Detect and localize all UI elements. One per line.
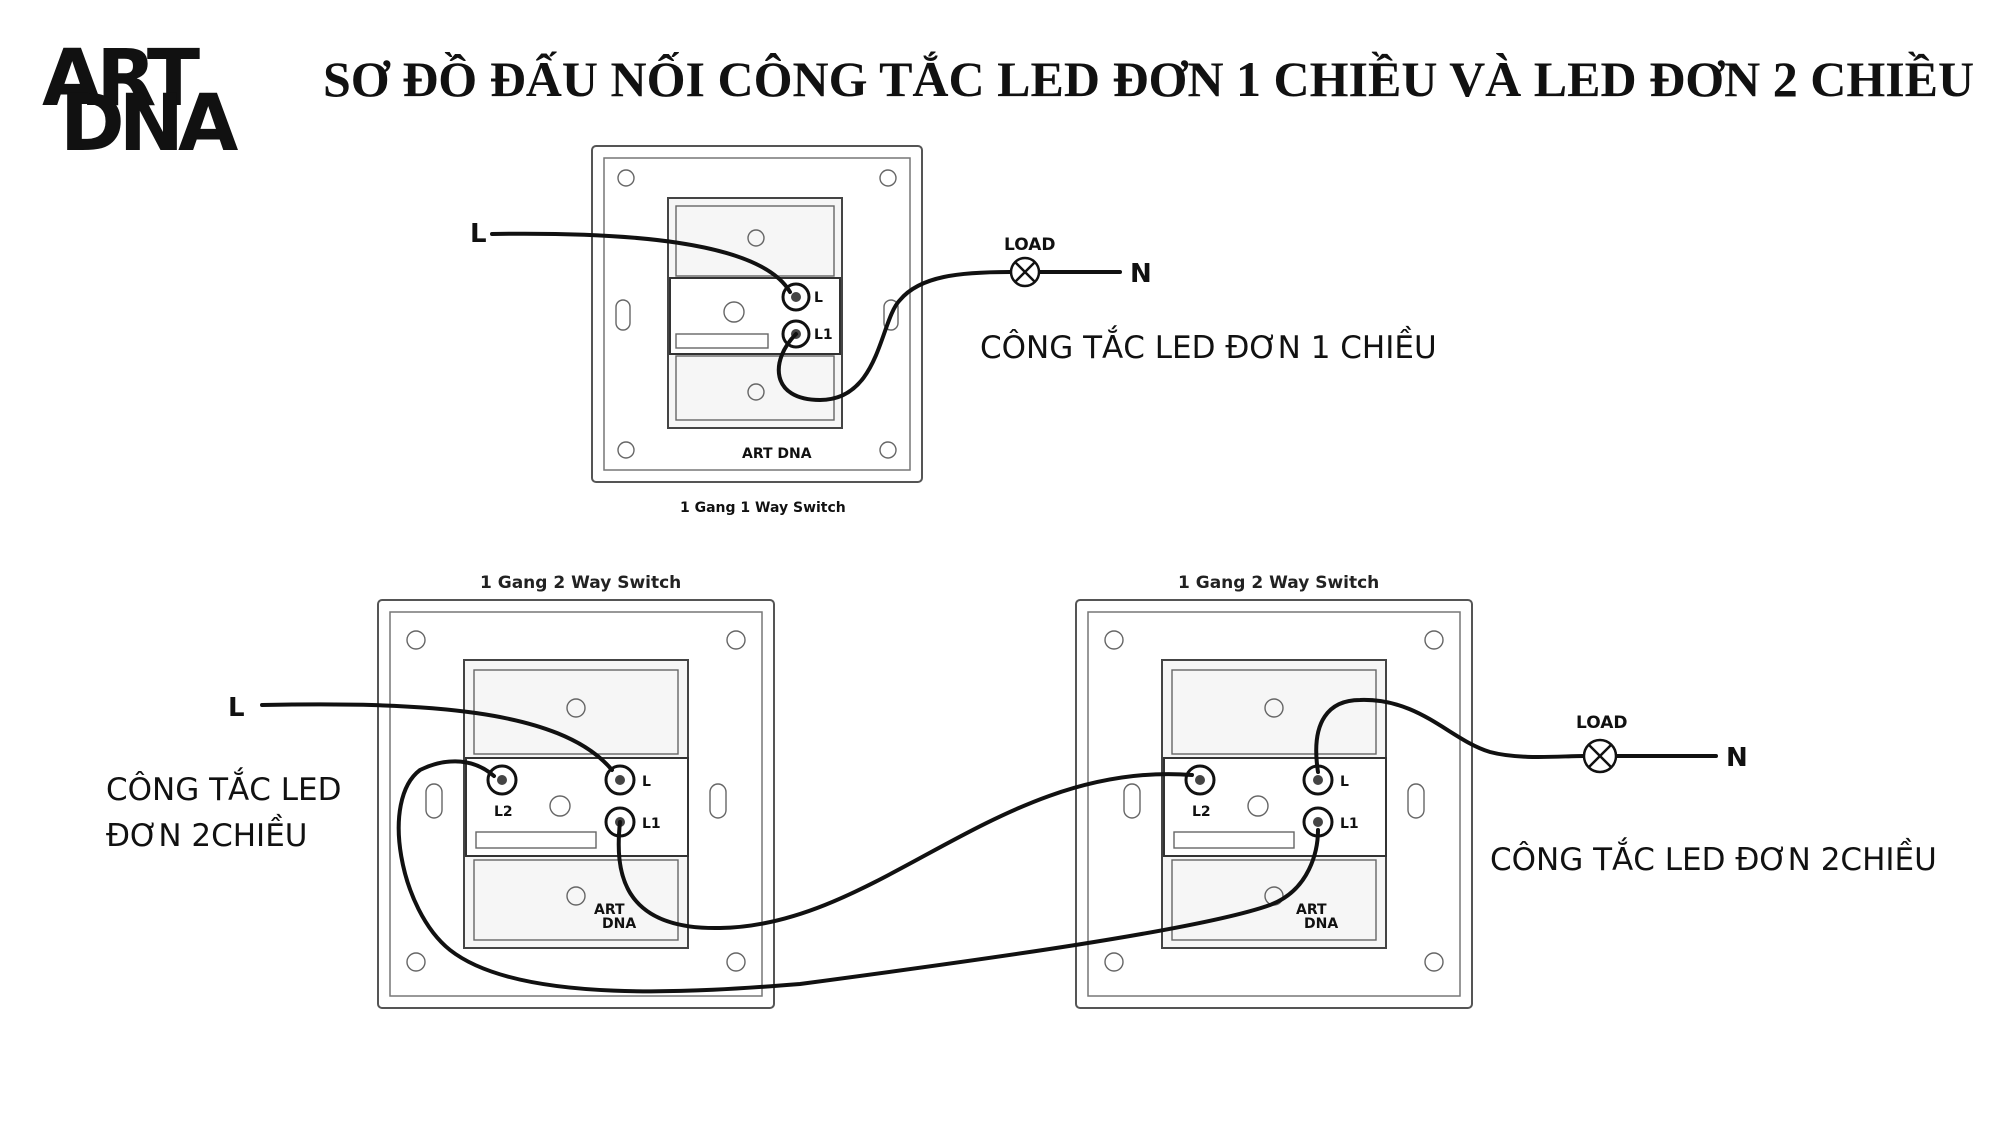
terminal-L1-hole — [1313, 817, 1323, 827]
live-wire — [260, 702, 614, 772]
terminal-L2-hole — [1195, 775, 1205, 785]
screw-hole — [1424, 952, 1444, 972]
load-lamp-cross-icon — [1588, 744, 1612, 768]
screw-hole — [1424, 630, 1444, 650]
terminal-L2-hole — [497, 775, 507, 785]
terminal-L1-label: L1 — [1340, 816, 1359, 832]
load-wire — [1314, 697, 1586, 774]
plate-brand: ART DNA — [742, 446, 812, 462]
rocker-bottom — [675, 355, 835, 421]
neutral-label: N — [1726, 743, 1748, 773]
terminal-L1-label: L1 — [814, 327, 833, 343]
plate-brand-line1: ART — [594, 902, 625, 918]
rocker-screw — [566, 886, 586, 906]
rating-plate — [475, 831, 597, 849]
page-title: SƠ ĐỒ ĐẤU NỐI CÔNG TẮC LED ĐƠN 1 CHIỀU V… — [323, 50, 1974, 107]
switch-caption: 1 Gang 1 Way Switch — [680, 500, 846, 516]
two-way-switch-left: 1 Gang 2 Way Switch L2 L L1 ART DNA — [377, 573, 775, 1009]
screw-hole — [879, 441, 897, 459]
rocker-bottom — [473, 859, 679, 941]
logo-line1: ART — [42, 34, 200, 124]
rocker-bottom — [1171, 859, 1377, 941]
terminal-L-hole — [615, 775, 625, 785]
two-way-wiring: L N LOAD CÔNG TẮC LED ĐƠN 2CHIỀU CÔNG TẮ… — [106, 693, 1937, 994]
terminal-L1-label: L1 — [642, 816, 661, 832]
load-wire — [776, 270, 1012, 403]
terminal-L-label: L — [1340, 774, 1349, 790]
art-dna-logo: ART DNA — [42, 34, 244, 169]
terminal-block — [1163, 757, 1387, 857]
live-wire — [490, 231, 792, 294]
screw-hole — [617, 441, 635, 459]
terminal-L-label: L — [814, 290, 823, 306]
screw-hole — [726, 952, 746, 972]
plate-brand-line2: DNA — [1304, 916, 1338, 932]
screw-hole — [406, 630, 426, 650]
terminal-L-label: L — [642, 774, 651, 790]
rocker-top — [1171, 669, 1377, 755]
load-label: LOAD — [1004, 235, 1056, 255]
switch-title: 1 Gang 2 Way Switch — [480, 573, 681, 593]
live-label: L — [470, 219, 487, 249]
rating-plate — [675, 333, 769, 349]
cert-mark — [723, 301, 745, 323]
switch-plate-inner — [603, 157, 911, 471]
traveler-wire-2 — [396, 759, 1320, 994]
rocker-screw — [1264, 698, 1284, 718]
one-way-switch: L L1 ART DNA 1 Gang 1 Way Switch L N LOA… — [470, 145, 1437, 516]
neutral-label: N — [1130, 259, 1152, 289]
load-lamp-cross-icon — [1014, 261, 1036, 283]
left-description-line1: CÔNG TẮC LED — [106, 768, 341, 808]
switch-title: 1 Gang 2 Way Switch — [1178, 573, 1379, 593]
mount-slot — [615, 299, 631, 331]
left-description-line2: ĐƠN 2CHIỀU — [106, 815, 307, 854]
screw-hole — [1104, 952, 1124, 972]
rating-plate — [1173, 831, 1295, 849]
rocker-screw — [747, 383, 765, 401]
mount-slot — [1123, 783, 1141, 819]
right-description: CÔNG TẮC LED ĐƠN 2CHIỀU — [1490, 838, 1937, 878]
switch-plate-inner — [1087, 611, 1461, 997]
rocker-screw — [747, 229, 765, 247]
traveler-wire-1 — [616, 772, 1194, 931]
terminal-L-hole — [1313, 775, 1323, 785]
screw-hole — [726, 630, 746, 650]
terminal-L2-label: L2 — [494, 804, 513, 820]
mount-slot — [425, 783, 443, 819]
mount-slot — [1407, 783, 1425, 819]
cert-mark — [1247, 795, 1269, 817]
screw-hole — [617, 169, 635, 187]
switch-plate-inner — [389, 611, 763, 997]
logo-line2: DNA — [60, 79, 238, 169]
screw-hole — [879, 169, 897, 187]
screw-hole — [1104, 630, 1124, 650]
terminal-L2-label: L2 — [1192, 804, 1211, 820]
terminal-block — [669, 277, 841, 355]
load-label: LOAD — [1576, 713, 1628, 733]
live-label: L — [228, 693, 245, 723]
rocker-screw — [566, 698, 586, 718]
mount-slot — [709, 783, 727, 819]
mount-slot — [883, 299, 899, 331]
cert-mark — [549, 795, 571, 817]
screw-hole — [406, 952, 426, 972]
plate-brand-line2: DNA — [602, 916, 636, 932]
plate-brand-line1: ART — [1296, 902, 1327, 918]
terminal-L-hole — [791, 292, 801, 302]
one-way-description: CÔNG TẮC LED ĐƠN 1 CHIỀU — [980, 326, 1437, 366]
two-way-switch-right: 1 Gang 2 Way Switch L2 L L1 ART DNA — [1075, 573, 1473, 1009]
